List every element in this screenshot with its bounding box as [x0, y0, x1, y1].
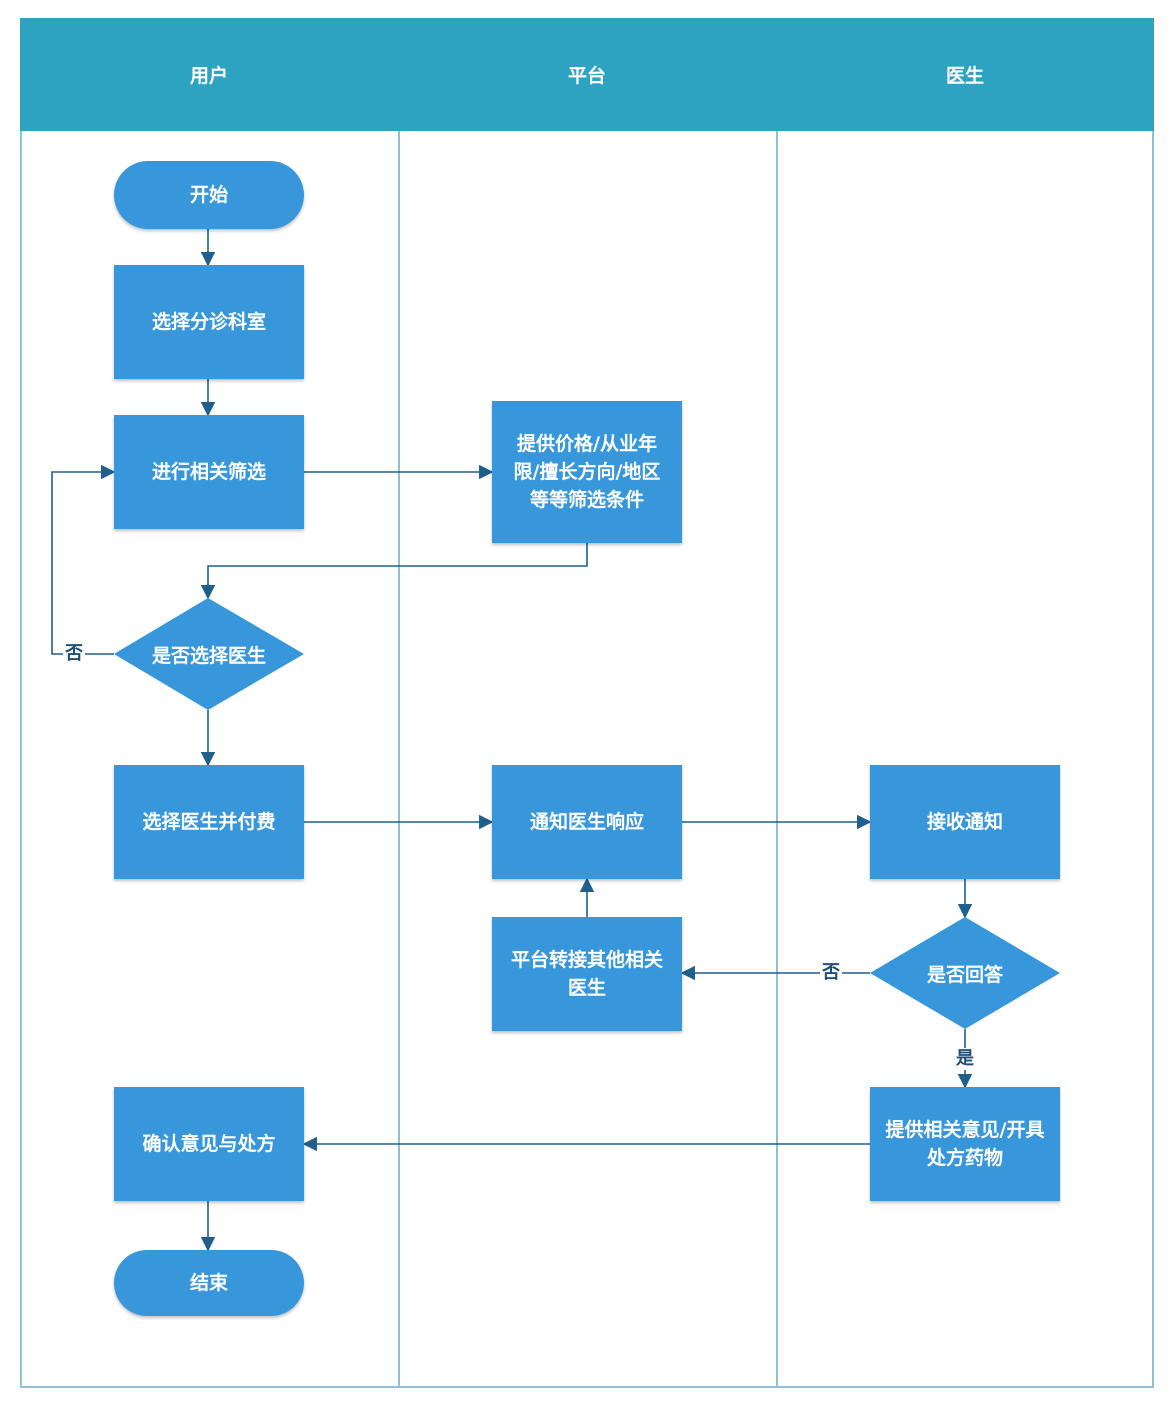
lane-title: 平台 [567, 65, 606, 87]
filter-node: 进行相关筛选 [114, 415, 304, 529]
choose-doctor-decision-label: 是否选择医生 [151, 644, 266, 667]
receive-notice-label: 接收通知 [926, 811, 1003, 833]
provide-advice-node: 提供相关意见/开具处方药物 [870, 1087, 1060, 1201]
platform-filters-label: 提供价格/从业年限/擅长方向/地区等等筛选条件 [513, 433, 661, 511]
end-label: 结束 [189, 1272, 228, 1294]
decision-diamond-choose-doctor [114, 598, 304, 710]
transfer-doctor-label: 平台转接其他相关医生 [510, 949, 663, 999]
select-department-node: 选择分诊科室 [114, 265, 304, 379]
edge-label-yes-answer: 是 [954, 1048, 976, 1070]
notify-doctor-label: 通知医生响应 [529, 811, 644, 833]
lane-header-doctor: 医生 [776, 18, 1154, 131]
edge-platform-to-decision [200, 543, 588, 600]
start-node: 开始 [114, 161, 304, 229]
lane-body-doctor [776, 131, 1154, 1388]
choose-and-pay-node: 选择医生并付费 [114, 765, 304, 879]
receive-notice-node: 接收通知 [870, 765, 1060, 879]
answer-decision-label: 是否回答 [926, 963, 1003, 986]
provide-advice-label: 提供相关意见/开具处方药物 [885, 1119, 1045, 1169]
confirm-advice-label: 确认意见与处方 [142, 1133, 276, 1155]
lane-title: 医生 [945, 65, 984, 87]
lane-title: 用户 [189, 65, 228, 87]
platform-filters-node: 提供价格/从业年限/擅长方向/地区等等筛选条件 [492, 401, 682, 543]
lane-header-user: 用户 [20, 18, 398, 131]
edge-label-no-answer: 否 [820, 962, 842, 984]
choose-and-pay-label: 选择医生并付费 [142, 811, 276, 833]
start-label: 开始 [189, 184, 228, 206]
filter-label: 进行相关筛选 [151, 461, 266, 483]
decision-diamond-answer [870, 917, 1060, 1029]
notify-doctor-node: 通知医生响应 [492, 765, 682, 879]
confirm-advice-node: 确认意见与处方 [114, 1087, 304, 1201]
transfer-doctor-node: 平台转接其他相关医生 [492, 917, 682, 1031]
end-node: 结束 [114, 1250, 304, 1316]
lane-header-platform: 平台 [398, 18, 776, 131]
edge-decision-no-loop [51, 464, 116, 655]
select-department-label: 选择分诊科室 [151, 311, 266, 333]
edge-label-no-choose: 否 [63, 643, 85, 665]
